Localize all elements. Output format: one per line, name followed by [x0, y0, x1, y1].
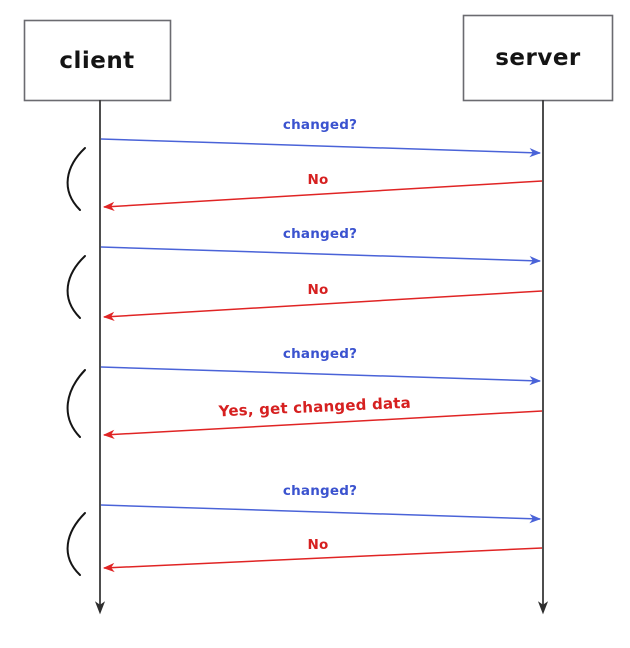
- response-arrow-2[interactable]: [102, 290, 543, 321]
- server-box-label: server: [495, 45, 581, 71]
- request-label-3: changed?: [283, 346, 357, 362]
- response-label-2: No: [308, 282, 329, 298]
- exchange-group-4: changed? No: [66, 483, 543, 576]
- polling-brace-4: [66, 512, 86, 576]
- server-box[interactable]: [462, 14, 614, 102]
- participant-server[interactable]: server: [462, 14, 614, 102]
- polling-brace-2: [66, 255, 86, 319]
- request-arrow-1[interactable]: [100, 138, 542, 158]
- polling-brace-3: [66, 369, 86, 438]
- client-box[interactable]: [23, 19, 172, 102]
- client-box-label: client: [59, 48, 134, 74]
- request-label-4: changed?: [283, 483, 357, 499]
- response-arrow-3[interactable]: [102, 410, 543, 440]
- response-label-3: Yes, get changed data: [217, 394, 411, 421]
- exchange-group-3: changed? Yes, get changed data: [66, 346, 543, 440]
- response-arrow-1[interactable]: [102, 180, 543, 211]
- participant-client[interactable]: client: [23, 19, 172, 102]
- response-arrow-4[interactable]: [102, 547, 543, 573]
- response-label-4: No: [308, 537, 329, 553]
- polling-brace-1: [66, 147, 86, 211]
- exchange-group-1: changed? No: [66, 117, 543, 211]
- request-arrow-4[interactable]: [100, 504, 542, 524]
- response-label-1: No: [308, 172, 329, 188]
- exchange-group-2: changed? No: [66, 226, 543, 321]
- request-arrow-2[interactable]: [100, 246, 542, 266]
- request-arrow-3[interactable]: [100, 366, 542, 386]
- request-label-1: changed?: [283, 117, 357, 133]
- request-label-2: changed?: [283, 226, 357, 242]
